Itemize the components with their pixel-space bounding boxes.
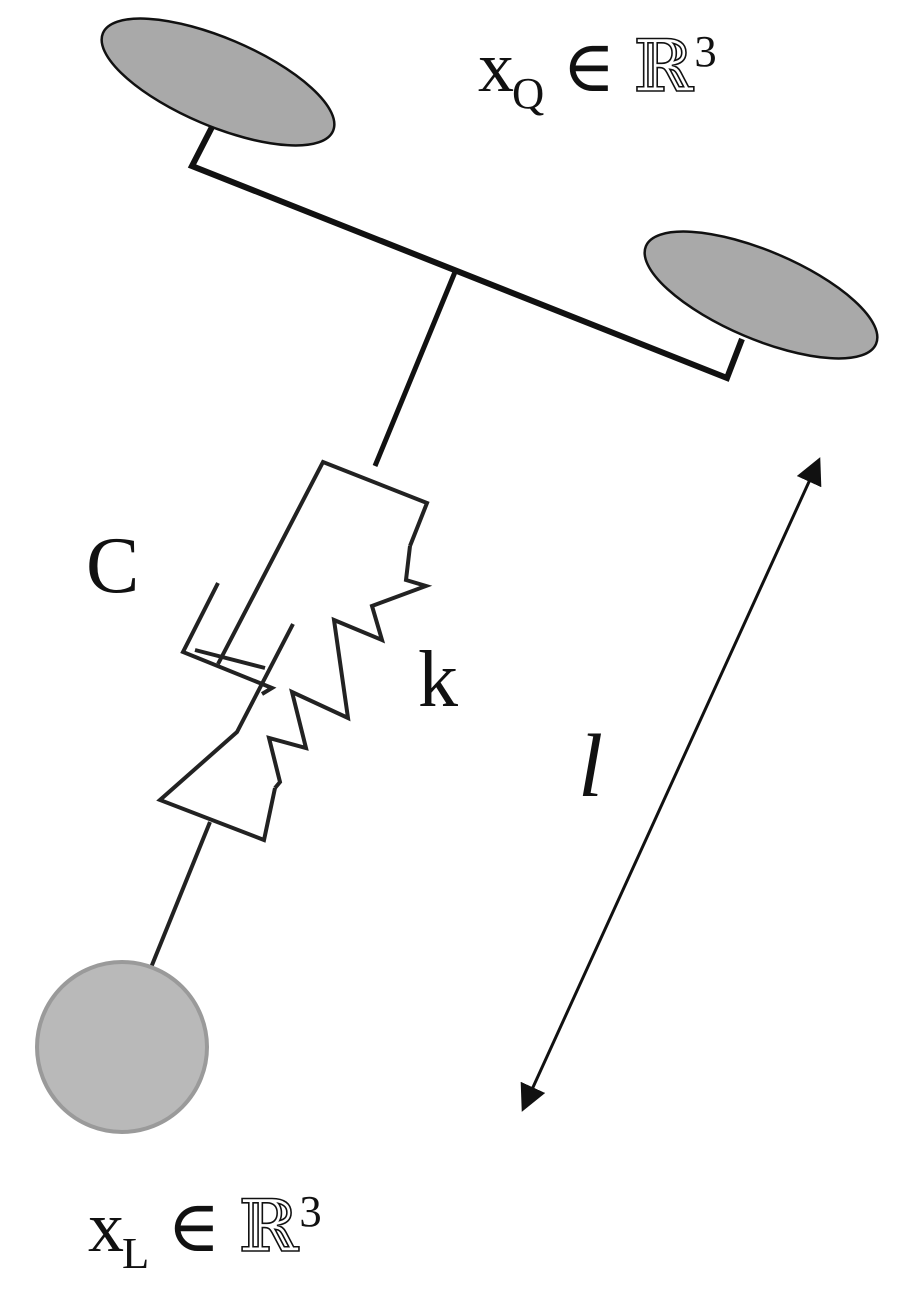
- suspended-load: [35, 960, 209, 1134]
- quad-position-relation: ∈: [562, 24, 616, 108]
- stiffness-label: k: [418, 636, 458, 724]
- quad-position-label: xQ ∈ ℝ3: [478, 29, 717, 115]
- rotor-right: [643, 230, 879, 360]
- length-label: l: [578, 717, 604, 816]
- quad-position-exponent: 3: [694, 26, 717, 77]
- load-position-subscript: L: [122, 1227, 150, 1278]
- spring-damper-element: [148, 459, 433, 971]
- load-position-set: ℝ: [238, 1184, 299, 1268]
- quadrotor-frame: [187, 125, 745, 382]
- damper-rod: [194, 648, 266, 670]
- length-dimension-arrow: [520, 457, 822, 1112]
- rotor-left: [100, 17, 336, 147]
- damping-label: C: [86, 522, 140, 610]
- damper-piston: [180, 582, 277, 696]
- quad-position-set: ℝ: [633, 24, 694, 108]
- load-position-relation: ∈: [167, 1184, 221, 1268]
- spring-coil: [266, 545, 433, 790]
- lower-yoke: [156, 623, 295, 843]
- quad-position-subscript: Q: [512, 67, 545, 118]
- quad-position-symbol: x: [478, 27, 514, 107]
- load-tether: [148, 821, 212, 971]
- load-position-label: xL ∈ ℝ3: [88, 1189, 322, 1275]
- upper-yoke: [216, 459, 430, 665]
- frame-hub-strut: [372, 271, 458, 467]
- load-position-exponent: 3: [299, 1186, 322, 1237]
- load-position-symbol: x: [88, 1187, 124, 1267]
- quadrotor: [100, 17, 879, 467]
